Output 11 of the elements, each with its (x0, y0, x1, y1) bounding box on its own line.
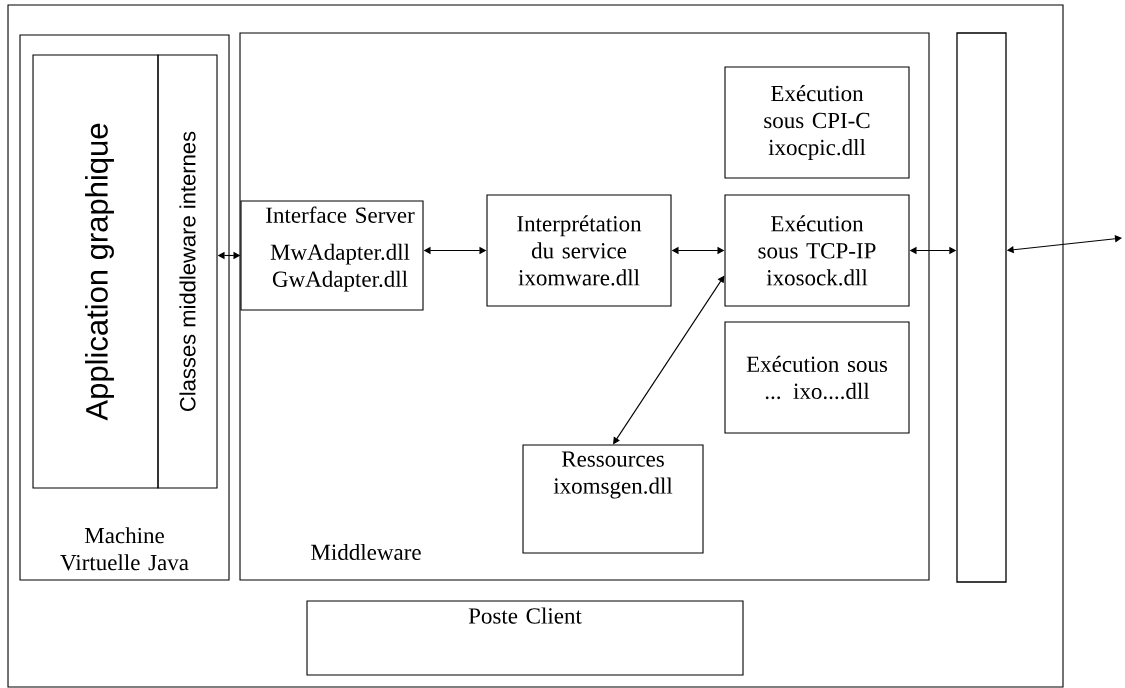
component-box: Application graphique (32, 54, 159, 489)
process-box: Exécution sous TCP-IP ixosock.dll (724, 194, 910, 307)
bus-bar (956, 32, 1007, 583)
process-box: Exécution sous CPI-C ixocpic.dll (724, 66, 910, 179)
process-box: Exécution sous ... ixo....dll (724, 321, 910, 434)
component-box: Classes middleware internes (157, 54, 218, 489)
process-box: Interprétation du service ixomware.dll (486, 194, 672, 307)
process-box: Ressources ixomsgen.dll (522, 444, 704, 554)
label-box: Poste Client (306, 600, 744, 676)
process-box: Interface Server MwAdapter.dll GwAdapter.dll (240, 200, 424, 311)
frame-box (7, 4, 1064, 688)
